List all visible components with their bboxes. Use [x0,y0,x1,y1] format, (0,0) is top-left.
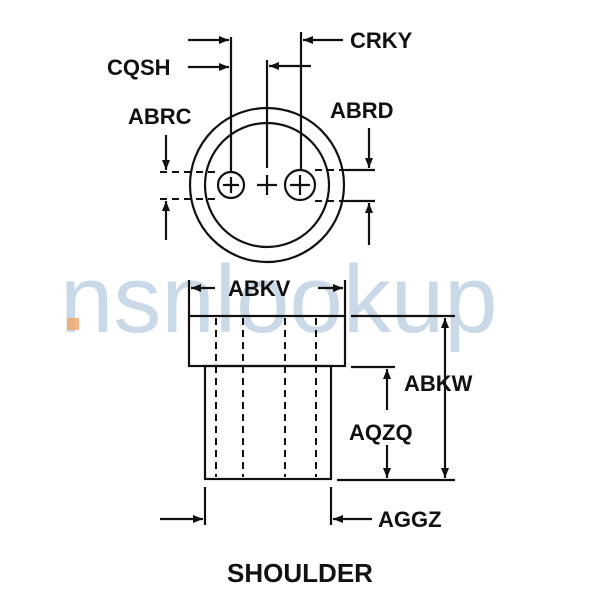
diagram-title: SHOULDER [227,558,373,588]
label-abkv: ABKV [228,276,291,301]
top-view [160,32,375,264]
label-crky: CRKY [350,28,413,53]
label-aqzq: AQZQ [349,420,413,445]
label-abrc: ABRC [128,104,192,129]
watermark: nsnlookup [60,246,498,353]
label-cqsh: CQSH [107,55,171,80]
label-abkw: ABKW [404,371,473,396]
watermark-accent [67,318,79,330]
side-view [187,280,455,525]
shoulder-body [203,364,333,481]
label-aggz: AGGZ [378,507,442,532]
label-abrd: ABRD [330,98,394,123]
watermark-text: nsnlookup [60,246,498,353]
